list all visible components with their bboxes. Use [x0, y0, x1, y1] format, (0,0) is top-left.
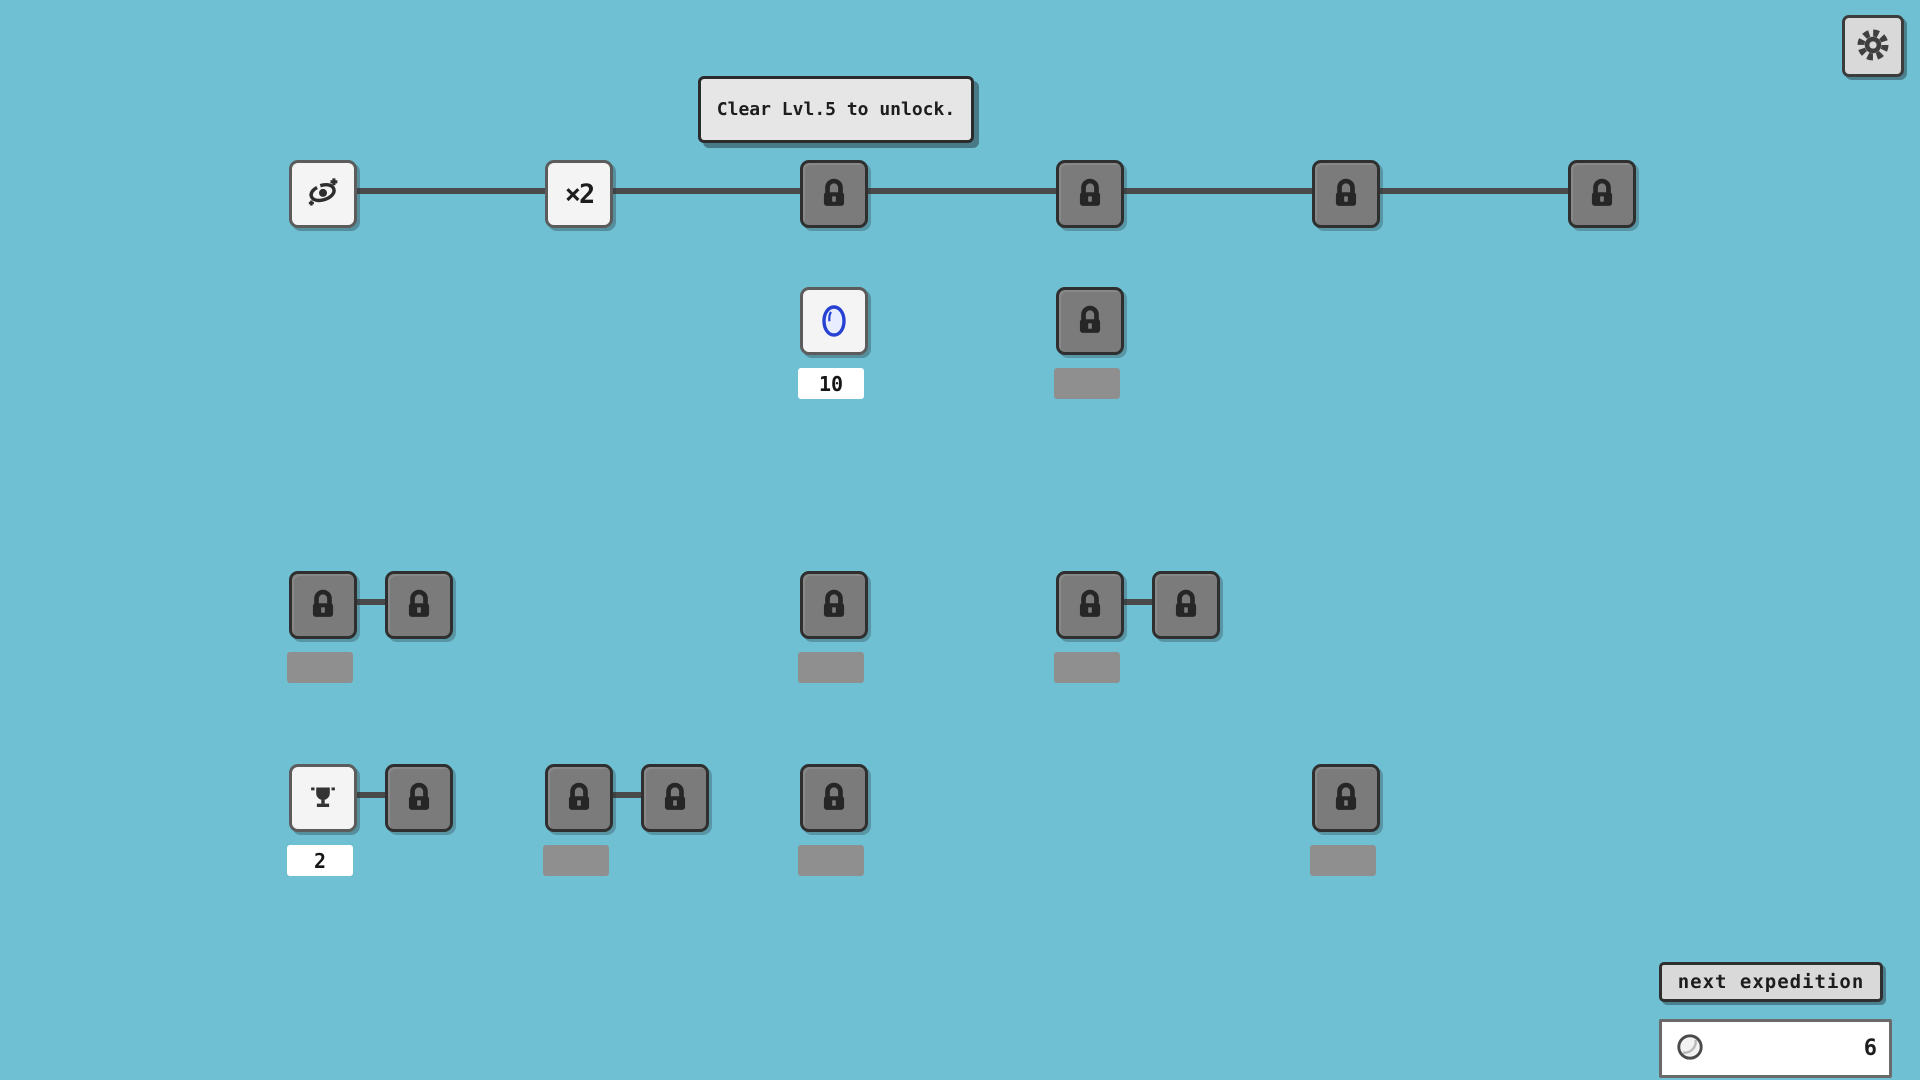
upgrade-node-row1-slot6[interactable]	[1568, 160, 1636, 228]
price-label-hidden	[1310, 845, 1376, 876]
price-label-hidden	[1054, 652, 1120, 683]
lock-icon	[401, 587, 437, 623]
upgrade-node-row1-slot5[interactable]	[1312, 160, 1380, 228]
upgrade-node-row3-slot1a[interactable]	[289, 571, 357, 639]
currency-panel: 6	[1659, 1019, 1892, 1078]
upgrade-node-row1-slot4[interactable]	[1056, 160, 1124, 228]
upgrade-node-row2-slot4[interactable]	[1056, 287, 1124, 355]
price-label-hidden	[798, 845, 864, 876]
lock-icon	[657, 780, 693, 816]
coin-icon	[1674, 1031, 1706, 1067]
upgrade-node-gem[interactable]	[800, 287, 868, 355]
upgrade-node-row3-slot1b[interactable]	[385, 571, 453, 639]
upgrade-node-row4-slot5[interactable]	[1312, 764, 1380, 832]
upgrade-node-row3-slot4b[interactable]	[1152, 571, 1220, 639]
upgrade-node-row4-slot2b[interactable]	[641, 764, 709, 832]
lock-icon	[305, 587, 341, 623]
lock-icon	[816, 780, 852, 816]
lock-icon	[1168, 587, 1204, 623]
price-label-hidden	[543, 845, 609, 876]
connector-line	[576, 792, 672, 798]
gear-icon	[1854, 26, 1892, 67]
price-label-hidden	[287, 652, 353, 683]
upgrade-node-row3-slot4a[interactable]	[1056, 571, 1124, 639]
lock-icon	[1072, 587, 1108, 623]
galaxy-icon	[303, 174, 343, 214]
price-label-hidden	[1054, 368, 1120, 399]
upgrade-node-row4-slot1b[interactable]	[385, 764, 453, 832]
upgrade-node-x2[interactable]: ×2	[545, 160, 613, 228]
upgrade-node-row4-slot3[interactable]	[800, 764, 868, 832]
connector-line	[320, 599, 416, 605]
upgrade-node-row3-slot3[interactable]	[800, 571, 868, 639]
connector-line	[320, 792, 416, 798]
price-label-hidden	[798, 652, 864, 683]
tooltip-text: Clear Lvl.5 to unlock.	[716, 99, 956, 120]
connector-line	[1087, 599, 1183, 605]
lock-icon	[1072, 303, 1108, 339]
lock-icon	[816, 587, 852, 623]
gem-icon	[819, 304, 849, 338]
lock-icon	[1584, 176, 1620, 212]
next-expedition-button[interactable]: next expedition	[1659, 962, 1883, 1002]
connector-line	[320, 188, 1599, 194]
upgrade-node-galaxy[interactable]	[289, 160, 357, 228]
price-label: 10	[798, 368, 864, 399]
upgrade-node-trophy[interactable]	[289, 764, 357, 832]
lock-icon	[1328, 176, 1364, 212]
lock-icon	[561, 780, 597, 816]
price-label: 2	[287, 845, 353, 876]
upgrade-node-row1-slot3[interactable]	[800, 160, 868, 228]
lock-icon	[1072, 176, 1108, 212]
unlock-tooltip: Clear Lvl.5 to unlock.	[698, 76, 974, 143]
lock-icon	[816, 176, 852, 212]
currency-amount: 6	[1863, 1036, 1877, 1061]
upgrade-node-row4-slot2a[interactable]	[545, 764, 613, 832]
settings-button[interactable]	[1842, 15, 1904, 77]
lock-icon	[401, 780, 437, 816]
lock-icon	[1328, 780, 1364, 816]
node-label-x2: ×2	[564, 178, 595, 210]
trophy-icon	[306, 781, 340, 815]
